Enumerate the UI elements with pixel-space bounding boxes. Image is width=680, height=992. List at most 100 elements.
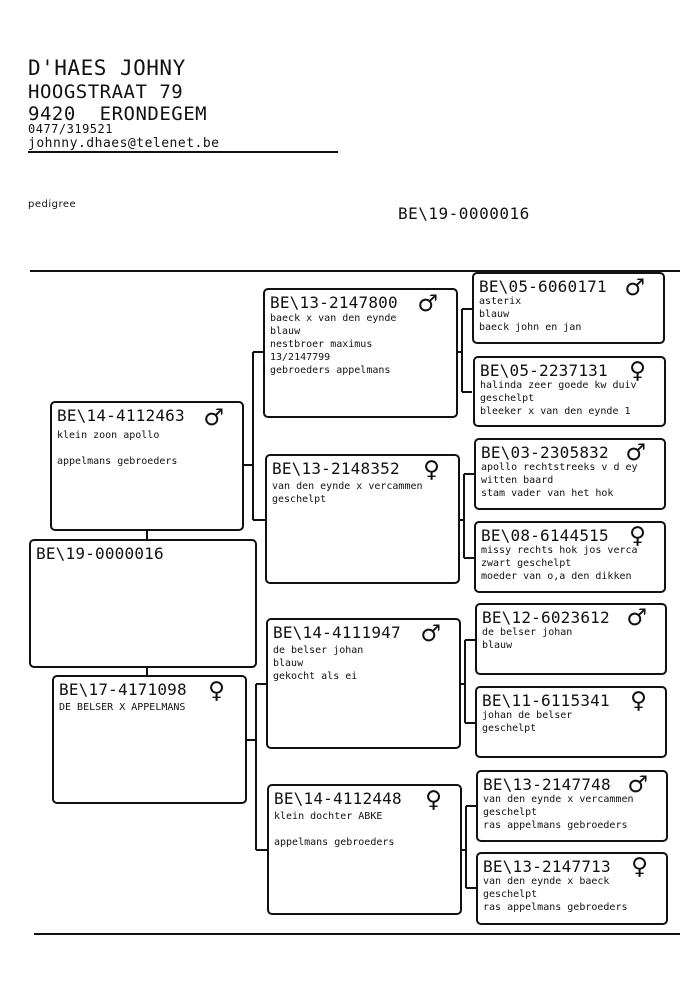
card-lines: johan de belser geschelpt [482, 709, 572, 735]
card-ring: BE\14-4112463 [57, 406, 185, 425]
card-line: ras appelmans gebroeders [483, 820, 628, 831]
grandparent-card-1[interactable]: BE\13-2147800 ♂ baeck x van den eynde bl… [263, 288, 458, 418]
card-ring: BE\08-6144515 [481, 526, 609, 545]
card-lines: missy rechts hok jos verca zwart geschel… [481, 544, 638, 583]
male-icon: ♂ [625, 440, 646, 466]
card-ring: BE\11-6115341 [482, 691, 610, 710]
card-line: blauw [270, 326, 301, 337]
male-icon: ♂ [627, 772, 648, 798]
doc-label: pedigree [28, 199, 77, 210]
card-line: halinda zeer goede kw duiv [480, 380, 637, 391]
great-grandparent-card-5[interactable]: BE\12-6023612 ♂ de belser johan blauw [475, 603, 667, 675]
great-grandparent-card-2[interactable]: BE\05-2237131 ♀ halinda zeer goede kw du… [473, 356, 666, 427]
card-lines: baeck x van den eynde blauw nestbroer ma… [270, 312, 396, 377]
card-ring: BE\03-2305832 [481, 443, 609, 462]
card-lines: van den eynde x baeck geschelpt ras appe… [483, 875, 628, 914]
card-lines: de belser johan blauw gekocht als ei [273, 644, 363, 683]
female-icon: ♀ [423, 457, 440, 483]
card-ring: BE\13-2147800 [270, 293, 398, 312]
card-line: de belser johan [273, 645, 364, 656]
subject-card[interactable]: BE\19-0000016 [29, 539, 257, 668]
card-line: witten baard [481, 475, 554, 486]
parent-card-mother[interactable]: BE\17-4171098 ♀ DE BELSER X APPELMANS [52, 675, 247, 804]
card-lines: DE BELSER X APPELMANS [59, 701, 185, 714]
grandparent-card-3[interactable]: BE\14-4111947 ♂ de belser johan blauw ge… [266, 618, 461, 749]
owner-city: 9420 ERONDEGEM [28, 103, 208, 125]
card-line: geschelpt [272, 494, 327, 505]
subject-ring: BE\19-0000016 [36, 544, 164, 563]
great-grandparent-card-3[interactable]: BE\03-2305832 ♂ apollo rechtstreeks v d … [474, 438, 666, 510]
grandparent-card-2[interactable]: BE\13-2148352 ♀ van den eynde x vercamme… [265, 454, 460, 584]
card-ring: BE\17-4171098 [59, 680, 187, 699]
card-line: blauw [273, 658, 304, 669]
owner-name: D'HAES JOHNY [28, 56, 186, 80]
great-grandparent-card-6[interactable]: BE\11-6115341 ♀ johan de belser geschelp… [475, 686, 667, 758]
card-line: moeder van o,a den dikken [481, 571, 632, 582]
card-line: baeck john en jan [479, 322, 582, 333]
card-line: van den eynde x vercammen [272, 481, 423, 492]
parent-card-father[interactable]: BE\14-4112463 ♂ klein zoon apollo appelm… [50, 401, 244, 531]
card-line: asterix [479, 296, 522, 307]
card-line: nestbroer maximus [270, 339, 373, 350]
card-line: de belser johan [482, 627, 573, 638]
great-grandparent-card-4[interactable]: BE\08-6144515 ♀ missy rechts hok jos ver… [474, 521, 666, 593]
female-icon: ♀ [629, 523, 646, 549]
card-lines: apollo rechtstreeks v d ey witten baard … [481, 461, 638, 500]
card-line: blauw [482, 640, 513, 651]
male-icon: ♂ [203, 405, 224, 431]
card-line: zwart geschelpt [481, 558, 572, 569]
card-line: blauw [479, 309, 510, 320]
card-line: gekocht als ei [273, 671, 358, 682]
owner-street: HOOGSTRAAT 79 [28, 81, 184, 103]
card-line: klein dochter ABKE [274, 811, 383, 822]
card-line: stam vader van het hok [481, 488, 614, 499]
card-line [274, 823, 394, 836]
doc-ring-number: BE\19-0000016 [398, 204, 530, 223]
card-ring: BE\13-2147748 [483, 775, 611, 794]
female-icon: ♀ [425, 787, 442, 813]
card-line: johan de belser [482, 710, 573, 721]
card-line: klein zoon apollo [57, 430, 160, 441]
grandparent-card-4[interactable]: BE\14-4112448 ♀ klein dochter ABKE appel… [267, 784, 462, 915]
card-line: appelmans gebroeders [274, 837, 395, 848]
card-lines: van den eynde x vercammen geschelpt [272, 480, 423, 506]
female-icon: ♀ [630, 688, 647, 714]
card-lines: de belser johan blauw [482, 626, 572, 652]
card-ring: BE\13-2147713 [483, 857, 611, 876]
card-lines: asterix blauw baeck john en jan [479, 295, 581, 334]
card-ring: BE\05-6060171 [479, 277, 607, 296]
card-ring: BE\12-6023612 [482, 608, 610, 627]
card-lines: klein zoon apollo appelmans gebroeders [57, 429, 177, 468]
card-line: apollo rechtstreeks v d ey [481, 462, 638, 473]
card-line [57, 442, 177, 455]
owner-phone: 0477/319521 [28, 122, 113, 136]
card-lines: van den eynde x vercammen geschelpt ras … [483, 793, 634, 832]
male-icon: ♂ [626, 605, 647, 631]
card-line: geschelpt [482, 723, 537, 734]
card-ring: BE\14-4112448 [274, 789, 402, 808]
card-ring: BE\14-4111947 [273, 623, 401, 642]
owner-email: johnny.dhaes@telenet.be [28, 136, 220, 151]
card-lines: halinda zeer goede kw duiv geschelpt ble… [480, 379, 637, 418]
card-line: van den eynde x baeck [483, 876, 610, 887]
card-line: baeck x van den eynde [270, 313, 397, 324]
great-grandparent-card-8[interactable]: BE\13-2147713 ♀ van den eynde x baeck ge… [476, 852, 668, 925]
card-line: geschelpt [483, 889, 538, 900]
female-icon: ♀ [208, 678, 225, 704]
card-ring: BE\05-2237131 [480, 361, 608, 380]
card-line: missy rechts hok jos verca [481, 545, 638, 556]
card-line: gebroeders appelmans [270, 365, 391, 376]
great-grandparent-card-7[interactable]: BE\13-2147748 ♂ van den eynde x vercamme… [476, 770, 668, 842]
female-icon: ♀ [629, 358, 646, 384]
male-icon: ♂ [420, 621, 441, 647]
card-ring: BE\13-2148352 [272, 459, 400, 478]
card-line: 13/2147799 [270, 352, 331, 363]
card-line: DE BELSER X APPELMANS [59, 702, 186, 713]
female-icon: ♀ [631, 854, 648, 880]
card-line: appelmans gebroeders [57, 456, 178, 467]
card-line: geschelpt [483, 807, 538, 818]
great-grandparent-card-1[interactable]: BE\05-6060171 ♂ asterix blauw baeck john… [472, 272, 665, 344]
male-icon: ♂ [624, 275, 645, 301]
card-line: bleeker x van den eynde 1 [480, 406, 631, 417]
